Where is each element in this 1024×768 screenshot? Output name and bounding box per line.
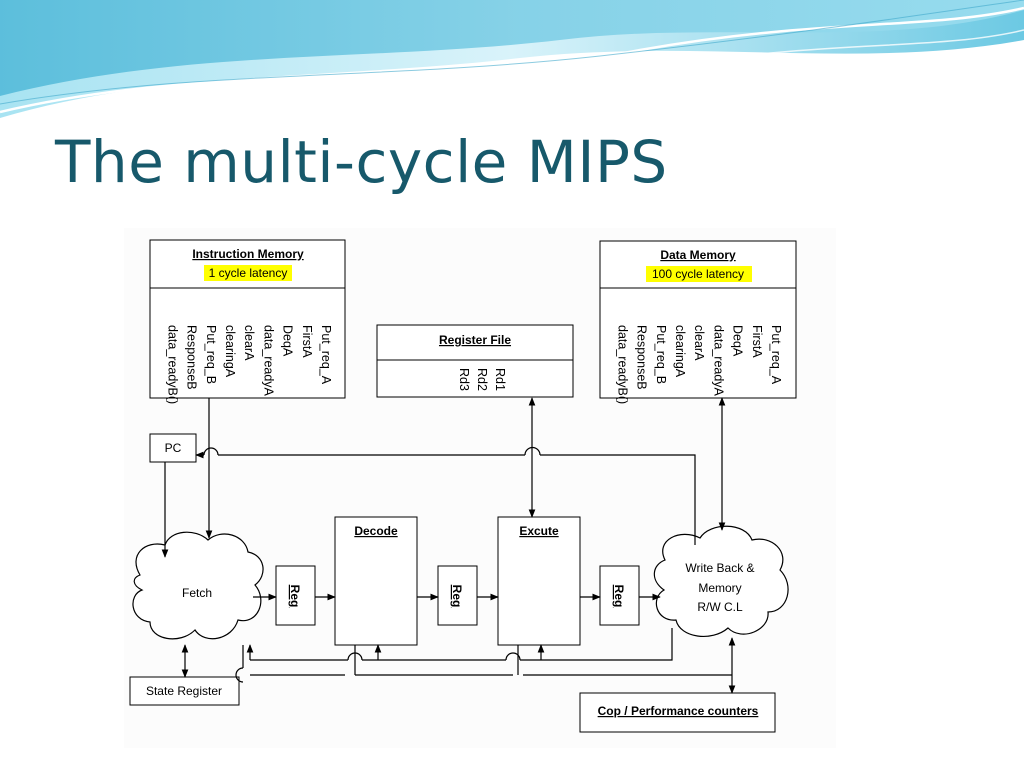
instruction-memory-latency: 1 cycle latency	[209, 266, 288, 280]
execute-label: Excute	[519, 524, 559, 538]
reg-label: Reg	[288, 585, 302, 608]
instruction-memory: Instruction Memory 1 cycle latency Put_r…	[149, 239, 346, 404]
connections	[161, 397, 736, 694]
state-register-label: State Register	[146, 684, 222, 698]
writeback-label-2: Memory	[698, 581, 741, 595]
memory-signal: ResponseB	[185, 325, 199, 390]
header-banner	[0, 0, 1024, 121]
memory-signal: data_readyA	[261, 325, 275, 397]
register-port-label: Rd3	[457, 368, 471, 391]
slide-title: The multi-cycle MIPS	[55, 128, 668, 196]
memory-signal: DeqA	[731, 325, 745, 357]
memory-signal: clearA	[692, 325, 706, 361]
memory-signal: clearingA	[223, 325, 237, 378]
cop-counters-label: Cop / Performance counters	[598, 704, 759, 718]
pipeline-reg-1: Reg	[275, 565, 316, 626]
instruction-memory-title: Instruction Memory	[192, 247, 304, 261]
reg-label: Reg	[450, 585, 464, 608]
pc-box: PC	[149, 433, 197, 463]
memory-signal: FirstA	[300, 325, 314, 358]
memory-signal: FirstA	[750, 325, 764, 358]
memory-signal: Put_req_B	[654, 325, 668, 384]
memory-signal: data_readyA	[711, 325, 725, 397]
writeback-label-1: Write Back &	[685, 561, 754, 575]
memory-signal: DeqA	[281, 325, 295, 357]
memory-signal: Put_req_B	[204, 325, 218, 384]
pipeline-reg-3: Reg	[599, 565, 640, 626]
memory-signal: clearingA	[673, 325, 687, 378]
memory-signal: ResponseB	[635, 325, 649, 390]
pipeline-reg-2: Reg	[437, 565, 478, 626]
memory-signal: data_readyB()	[165, 325, 179, 404]
register-file-title: Register File	[439, 333, 511, 347]
register-port-label: Rd2	[475, 368, 489, 391]
reg-label: Reg	[612, 585, 626, 608]
execute-stage: Excute	[497, 516, 581, 646]
fetch-cloud: Fetch	[132, 531, 264, 640]
register-port-label: Rd1	[493, 368, 507, 391]
fetch-label: Fetch	[182, 586, 212, 600]
memory-signal: clearA	[242, 325, 256, 361]
cop-counters: Cop / Performance counters	[579, 692, 776, 733]
memory-signal: Put_req_A	[319, 325, 333, 385]
decode-label: Decode	[354, 524, 398, 538]
data-memory-latency: 100 cycle latency	[652, 267, 744, 281]
memory-signal: data_readyB()	[615, 325, 629, 404]
writeback-label-3: R/W C.L	[697, 600, 743, 614]
data-memory: Data Memory 100 cycle latency Put_req_A F…	[599, 240, 797, 404]
memory-signal: Put_req_A	[769, 325, 783, 385]
register-file: Register File Rd1 Rd2 Rd3	[376, 324, 574, 398]
data-memory-title: Data Memory	[660, 248, 736, 262]
state-register: State Register	[129, 676, 240, 706]
pc-label: PC	[165, 441, 182, 455]
writeback-cloud: Write Back & Memory R/W C.L	[653, 525, 789, 637]
decode-stage: Decode	[334, 516, 418, 646]
